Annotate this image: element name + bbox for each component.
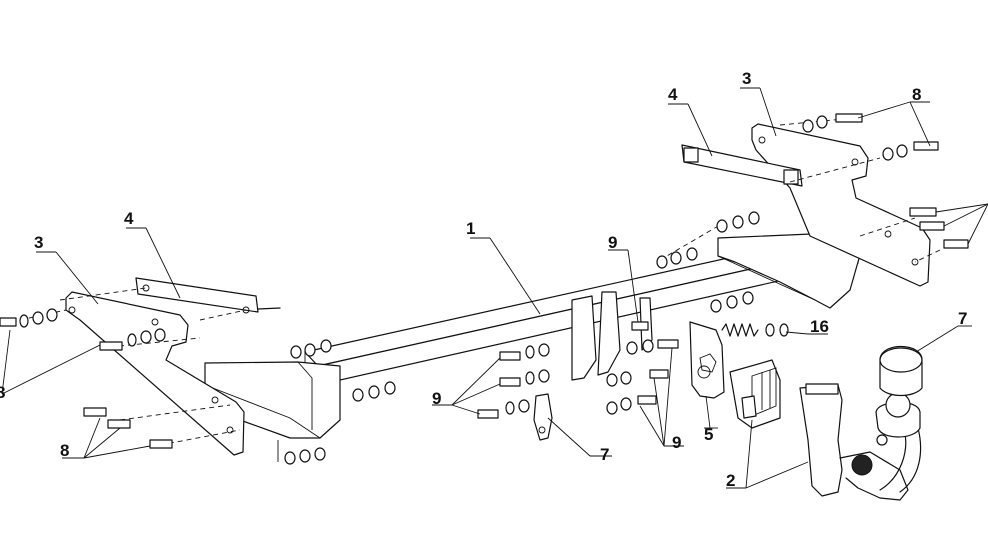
callout-7-bracket: 7: [600, 445, 609, 464]
callout-9-lower: 9: [672, 433, 681, 452]
center-mount-plates: [571, 291, 653, 381]
spring: [721, 323, 789, 337]
assembly-dash-lines: [19, 117, 941, 446]
tow-ball-cap: [879, 346, 923, 397]
callout-8-left-upper: 8: [0, 383, 5, 402]
callout-3-left: 3: [34, 233, 43, 252]
callout-9-upper: 9: [608, 233, 617, 252]
bolt: [0, 317, 17, 327]
callout-3-right: 3: [742, 69, 751, 88]
callout-5: 5: [704, 425, 713, 444]
callout-7-cap: 7: [958, 309, 967, 328]
callout-2: 2: [726, 471, 735, 490]
left-end-bracket: [204, 361, 341, 462]
socket-plate: [689, 321, 725, 399]
small-bracket: [533, 393, 553, 441]
callout-labels: 1 2 3 3 4 4 5 7 7 8 8 8 9 9 9 16: [0, 69, 967, 490]
callout-9-left: 9: [432, 389, 441, 408]
electric-socket: [729, 359, 781, 429]
callout-8-right: 8: [912, 85, 921, 104]
fasteners: [0, 113, 969, 465]
callout-4-left: 4: [124, 209, 134, 228]
callout-16: 16: [810, 317, 829, 336]
tow-hook-assembly: [799, 383, 922, 501]
callout-8-left-lower: 8: [60, 441, 69, 460]
callout-1: 1: [466, 219, 475, 238]
leader-lines: [1, 87, 988, 489]
callout-4-right: 4: [668, 85, 678, 104]
left-reinforcement-strip: [135, 277, 281, 314]
